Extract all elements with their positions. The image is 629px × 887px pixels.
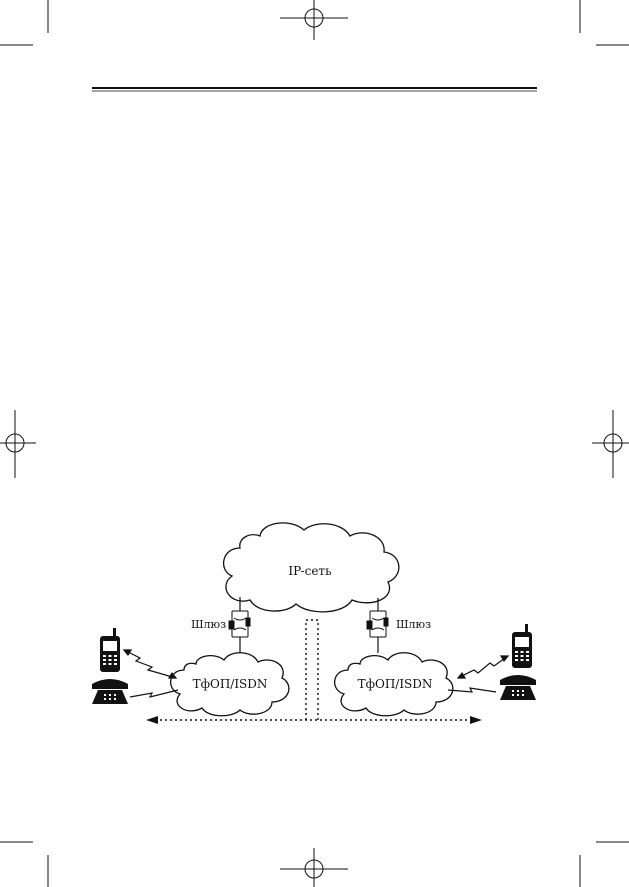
mobile-phone-left — [100, 628, 120, 672]
desk-phone-left — [92, 679, 128, 704]
header-rule — [92, 87, 537, 92]
ip-network-cloud: IP-сеть — [222, 522, 400, 613]
call-path-dotted — [150, 619, 478, 721]
wireless-link-right — [456, 655, 510, 679]
desk-phone-icon — [92, 679, 128, 704]
gateway-left: Шлюз — [191, 610, 251, 638]
network-diagram: IP-сеть Шлюз Шлюз — [92, 522, 536, 724]
registration-mark-left — [0, 410, 36, 478]
wired-link-left — [129, 689, 179, 698]
call-path-arrow-right — [470, 716, 482, 724]
gateway-right: Шлюз — [366, 610, 431, 638]
desk-phone-icon — [500, 675, 536, 700]
pstn-right-label: ТфОП/ISDN — [358, 677, 433, 691]
mobile-phone-right — [512, 624, 532, 668]
ip-network-label: IP-сеть — [288, 564, 332, 578]
pstn-right-cloud: ТфОП/ISDN — [334, 652, 454, 717]
mobile-phone-icon — [512, 624, 532, 668]
pstn-left-cloud: ТфОП/ISDN — [170, 652, 290, 717]
registration-mark-top — [280, 0, 348, 40]
registration-mark-bottom — [280, 848, 348, 887]
call-path-arrow-left — [146, 716, 158, 724]
gateway-right-label: Шлюз — [396, 618, 431, 631]
wired-link-right — [447, 687, 497, 693]
mobile-phone-icon — [100, 628, 120, 672]
gateway-icon — [228, 610, 251, 638]
gateway-icon — [366, 610, 389, 638]
desk-phone-right — [500, 675, 536, 700]
gateway-left-label: Шлюз — [191, 618, 226, 631]
wireless-link-left — [122, 649, 178, 679]
registration-mark-right — [592, 410, 629, 478]
pstn-left-label: ТфОП/ISDN — [193, 677, 268, 691]
